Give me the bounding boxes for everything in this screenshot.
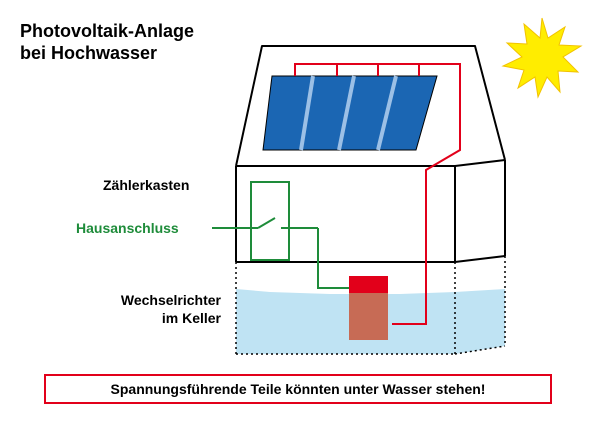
inverter-icon bbox=[349, 276, 388, 340]
label-inverter-line-2: im Keller bbox=[161, 310, 221, 326]
warning-text: Spannungsführende Teile könnten unter Wa… bbox=[110, 381, 486, 397]
meter-box bbox=[250, 181, 290, 261]
label-meter-box: Zählerkasten bbox=[103, 177, 190, 193]
switch-icon bbox=[212, 217, 352, 289]
basement-outline bbox=[235, 256, 506, 355]
label-inverter-line-1: Wechselrichter bbox=[120, 292, 221, 308]
solar-panel-icon bbox=[262, 75, 438, 151]
dc-wiring bbox=[294, 63, 461, 325]
label-inverter: Wechselrichter im Keller bbox=[81, 291, 221, 327]
warning-banner: Spannungsführende Teile könnten unter Wa… bbox=[44, 374, 552, 404]
sun-icon bbox=[501, 17, 583, 99]
title-line-2: bei Hochwasser bbox=[20, 43, 158, 63]
label-house-connection: Hausanschluss bbox=[76, 220, 179, 236]
title-line-1: Photovoltaik-Anlage bbox=[20, 21, 195, 41]
house-roof bbox=[235, 45, 506, 167]
diagram-title: Photovoltaik-Anlage bei Hochwasser bbox=[20, 20, 194, 64]
house-walls bbox=[235, 160, 506, 263]
